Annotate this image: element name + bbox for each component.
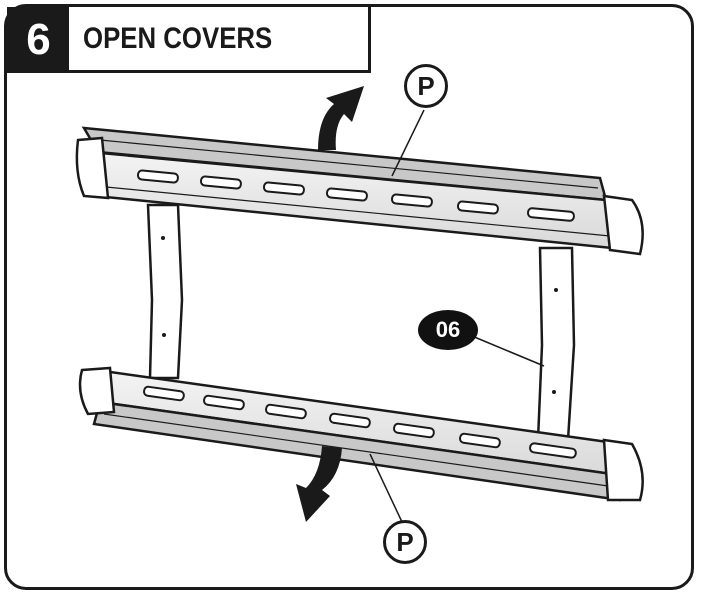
- left-vertical-strap: [146, 203, 184, 380]
- arrow-down-icon: [296, 446, 342, 522]
- part-p-callout-top: P: [404, 64, 448, 108]
- bottom-rail: [78, 366, 644, 502]
- top-rail: [75, 126, 644, 256]
- leader-line-p-bottom: [369, 453, 403, 523]
- part-p-callout-bottom: P: [383, 520, 427, 564]
- leader-line-06: [471, 335, 545, 367]
- step-header: 6 OPEN COVERS: [7, 7, 371, 73]
- arrow-up-icon: [318, 86, 364, 150]
- part-06-callout: 06: [418, 310, 478, 350]
- step-title: OPEN COVERS: [69, 7, 371, 73]
- leader-line-p-top: [391, 109, 425, 177]
- right-vertical-strap: [536, 246, 576, 442]
- step-number: 6: [7, 7, 69, 73]
